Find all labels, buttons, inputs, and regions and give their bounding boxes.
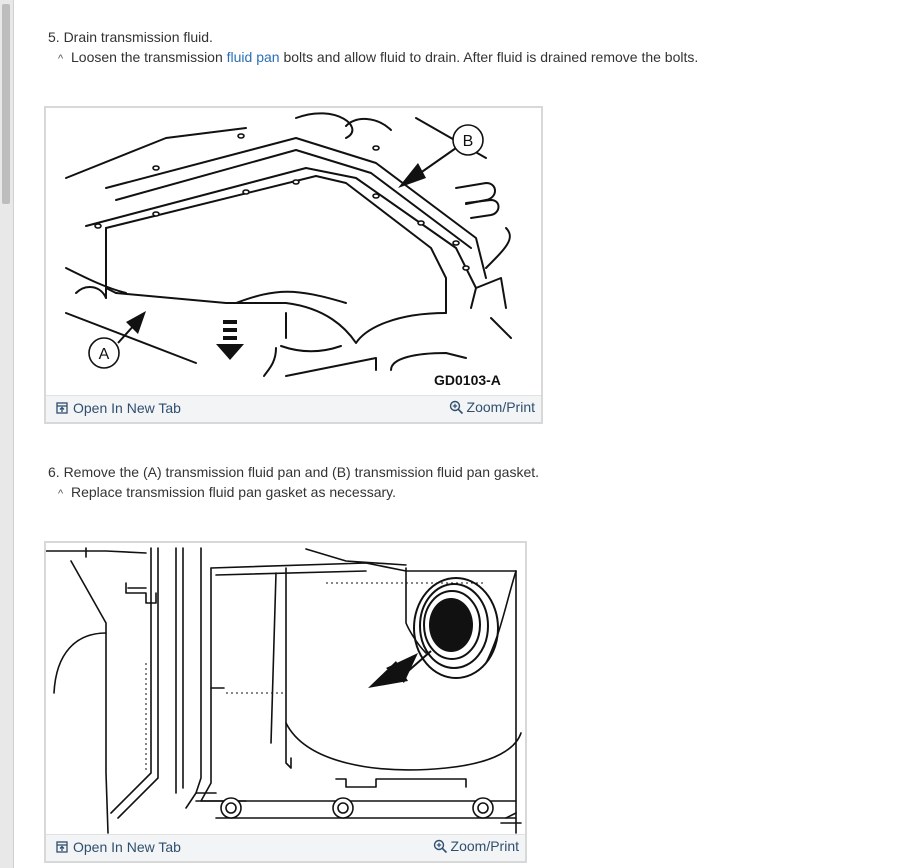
label-b: B — [463, 133, 474, 150]
pan-removal-illustration — [46, 547, 522, 834]
open-in-new-tab-link[interactable]: Open In New Tab — [56, 839, 181, 855]
zoom-print-link[interactable]: Zoom/Print — [449, 399, 535, 415]
zoom-print-link[interactable]: Zoom/Print — [433, 838, 519, 854]
open-in-new-tab-label: Open In New Tab — [73, 839, 181, 855]
open-in-new-tab-link[interactable]: Open In New Tab — [56, 400, 181, 416]
figure-1-toolbar: Open In New Tab Zoom/Print — [46, 395, 541, 422]
caret-up-icon: ^ — [58, 488, 64, 500]
step-6-note: ^ Replace transmission fluid pan gasket a… — [58, 483, 396, 503]
transmission-pan-illustration: B A GD0103-A — [65, 112, 512, 388]
figure-drain-fluid: B A GD0103-A Open In New Tab Zoom/Print — [44, 106, 543, 424]
step-5-note-after: bolts and allow fluid to drain. After fl… — [279, 49, 699, 65]
step-6-title: 6. Remove the (A) transmission fluid pan… — [48, 464, 540, 480]
page-scrollbar-thumb[interactable] — [2, 4, 10, 204]
figure-2-toolbar: Open In New Tab Zoom/Print — [46, 834, 525, 861]
open-in-new-tab-label: Open In New Tab — [73, 400, 181, 416]
page-scrollbar[interactable] — [0, 0, 14, 868]
step-6-note-text: Replace transmission fluid pan gasket as… — [71, 484, 397, 500]
step-5-note-before: Loosen the transmission — [71, 49, 227, 65]
open-tab-icon — [56, 402, 68, 414]
step-5-title: 5. Drain transmission fluid. — [48, 29, 213, 45]
zoom-icon — [449, 400, 463, 414]
figure-remove-pan: Open In New Tab Zoom/Print — [44, 541, 527, 863]
zoom-print-label: Zoom/Print — [450, 838, 519, 854]
label-a: A — [99, 346, 110, 363]
caret-up-icon: ^ — [58, 53, 64, 65]
fluid-pan-link[interactable]: fluid pan — [226, 49, 280, 65]
step-5-note: ^ Loosen the transmission fluid pan bolts… — [58, 48, 698, 68]
zoom-icon — [433, 839, 447, 853]
zoom-print-label: Zoom/Print — [466, 399, 535, 415]
figure-code: GD0103-A — [434, 372, 501, 388]
open-tab-icon — [56, 841, 68, 853]
